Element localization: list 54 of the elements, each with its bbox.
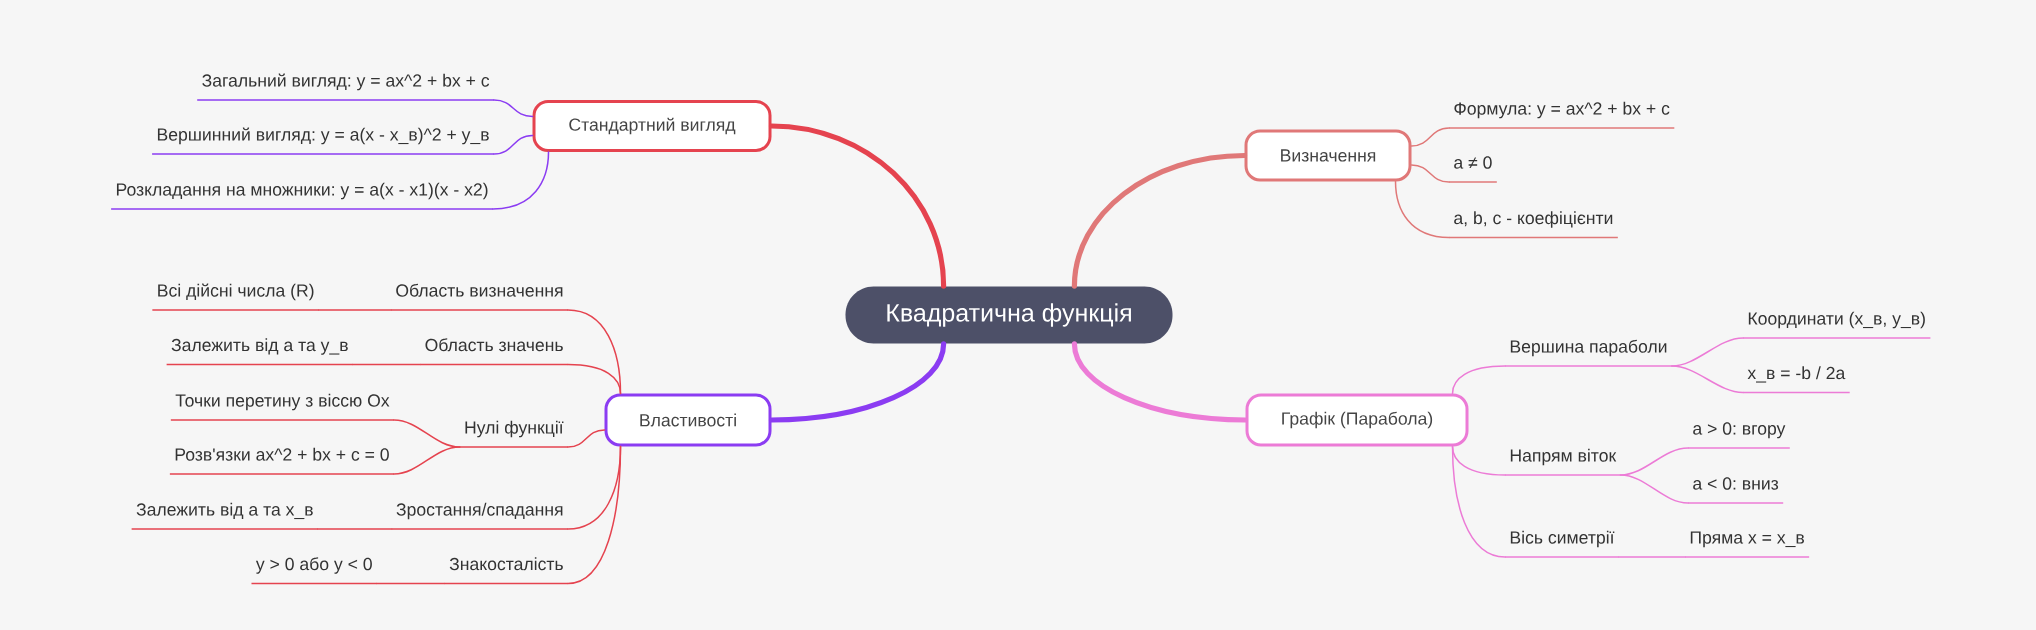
branch-line [393,446,461,475]
subtopic-label: Загальний вигляд: y = ax^2 + bx + c [196,73,495,101]
subtopic-label: Вісь симетрії [1504,530,1620,558]
subtopic-label: Область значень [419,338,569,366]
branch-line [493,134,534,155]
subtopic-label: Залежить від a та y_в [165,338,354,366]
subtopic-label: Розкладання на множники: y = a(x - x1)(x - x2) [110,182,494,210]
subtopic-label: Пряма x = x_в [1684,531,1810,558]
subtopic-label: Розв'язки ax^2 + bx + c = 0 [169,447,395,475]
branch-line [567,363,622,395]
subtopic-label: Вершинний вигляд: y = a(x - x_в)^2 + y_в [151,127,495,155]
subtopic-label: Формула: y = ax^2 + bx + c [1448,101,1676,129]
branch-line [352,363,421,366]
subtopic-label: y > 0 або y < 0 [250,557,378,585]
branch-line [1071,341,1249,423]
subtopic-label: a < 0: вниз [1687,477,1784,504]
branch-line [1410,164,1450,183]
central-topic-box: Квадратична функція [845,286,1173,344]
subtopic-label: Координати (x_в, y_в) [1742,311,1932,339]
branch-line [1071,152,1248,289]
subtopic-label: Нулі функції [458,420,569,448]
branch-line [567,429,606,448]
topic-box: Властивості [604,393,772,447]
branch-line [1619,474,1689,504]
subtopic-label: x_в = -b / 2a [1742,366,1851,394]
branch-line [1451,445,1506,558]
branch-line [318,309,392,311]
branch-line [493,99,534,118]
branch-line [1451,445,1506,476]
branch-line [1451,365,1506,395]
subtopic-label: a > 0: вгору [1687,422,1791,449]
branch-line [492,151,550,210]
branch-line [376,582,446,585]
subtopic-label: Напрям віток [1504,448,1622,476]
branch-line [567,445,622,585]
topic-box: Графік (Парабола) [1245,393,1469,447]
subtopic-label: Область визначення [390,283,569,311]
branch-line [768,341,947,423]
branch-line [1671,365,1744,394]
subtopic-label: Точки перетину з віссю Ox [170,393,395,421]
branch-line [1410,127,1450,147]
subtopic-label: a, b, c - коефіцієнти [1448,211,1619,239]
branch-line [1618,556,1686,558]
subtopic-label: Знакосталість [443,557,569,585]
branch-line [317,528,393,530]
subtopic-label: a ≠ 0 [1448,156,1498,183]
branch-line [1394,180,1450,239]
subtopic-label: Всі дійсні числа (R) [151,283,320,311]
subtopic-label: Зростання/спадання [390,502,569,530]
branch-line [768,123,947,289]
subtopic-label: Залежить від a та x_в [130,502,319,530]
subtopic-label: Вершина параболи [1504,339,1673,367]
topic-box: Стандартний вигляд [532,100,772,152]
topic-box: Визначення [1244,129,1412,182]
